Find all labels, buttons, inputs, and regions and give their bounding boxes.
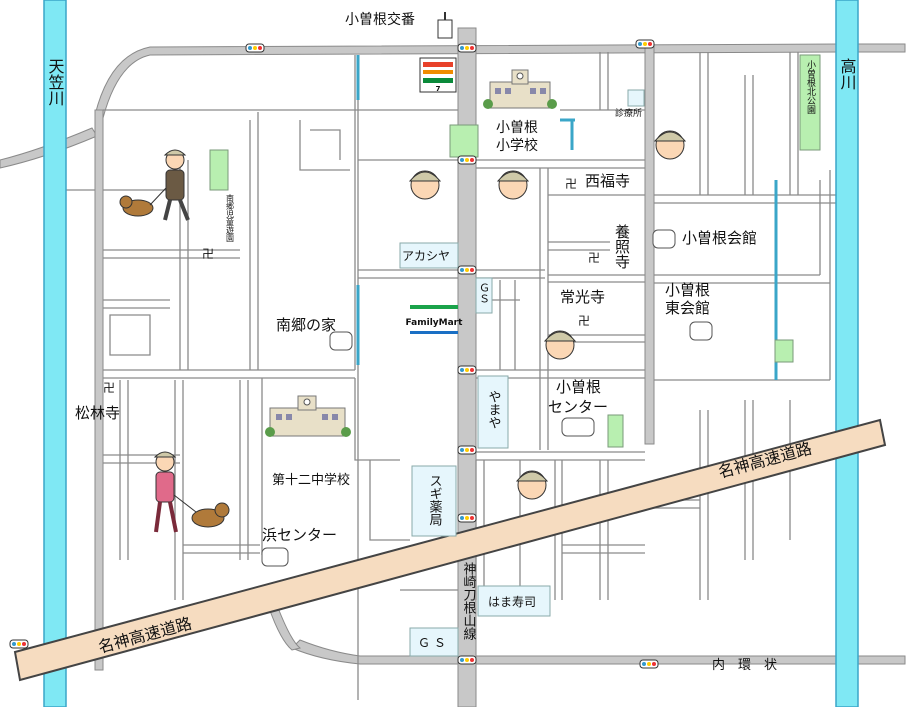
nango-ie-marker — [329, 331, 353, 351]
traffic-signal-icon — [245, 43, 265, 53]
kaikan-marker — [652, 229, 676, 249]
traffic-signal-icon — [457, 365, 477, 375]
park-east — [774, 339, 794, 363]
akashiya-label: アカシヤ — [402, 249, 450, 263]
temple-icon: 卍 — [202, 247, 214, 261]
elementary-school-icon — [483, 69, 557, 109]
familymart-logo: FamilyMart — [406, 305, 464, 334]
gs-bottom-box — [409, 627, 459, 657]
patrol-volunteer-icon — [653, 130, 687, 160]
gs-top-box — [475, 277, 493, 314]
clinic-label: 診療所 — [615, 107, 642, 119]
yamaya-label: やまや — [486, 390, 502, 429]
junior-high-label: 第十二中学校 — [272, 472, 350, 488]
yoshoji-label: 養照寺 — [613, 224, 631, 269]
josoji-label: 常光寺 — [560, 288, 605, 306]
traffic-signal-icon — [635, 39, 655, 49]
traffic-signals — [9, 39, 659, 669]
patrol-volunteer-icon — [515, 470, 549, 500]
clinic-box — [627, 89, 645, 107]
park-school — [449, 124, 479, 158]
higashi-kaikan-label-1: 小曽根 — [665, 281, 710, 299]
koban-icon — [437, 12, 453, 39]
walker-with-dog-top — [119, 149, 190, 221]
temple-icon: 卍 — [588, 251, 600, 265]
seven-eleven-logo: 7 — [419, 57, 457, 93]
labels: 天笠川 高川 小曽根交番 小曽根 小学校 診療所 小曽根北公園 卍 西福寺 養照… — [46, 11, 857, 673]
school-elem-label-2: 小学校 — [496, 137, 538, 154]
hama-center-marker — [261, 547, 289, 567]
higashi-kaikan-label-2: 東会館 — [665, 299, 710, 317]
inner-ring-label: 内 環 状 — [712, 657, 777, 673]
park-center — [607, 414, 624, 448]
river-tenkasa — [43, 0, 67, 707]
traffic-signal-icon — [457, 265, 477, 275]
nango-park-label: 南郷児童遊園 — [226, 193, 235, 243]
sugi-box — [411, 465, 457, 537]
saifukuji-label: 西福寺 — [585, 172, 630, 190]
temple-icon: 卍 — [103, 381, 115, 395]
traffic-signal-icon — [457, 43, 477, 53]
center-label-1: 小曽根 — [556, 378, 601, 396]
sugi-label: スギ薬局 — [427, 474, 443, 526]
temple-icon: 卍 — [565, 177, 577, 191]
park-north-label: 小曽根北公園 — [805, 60, 816, 115]
traffic-signal-icon — [457, 655, 477, 665]
expressway — [13, 418, 887, 682]
kaikan-label: 小曽根会館 — [682, 229, 757, 247]
walker-with-dog-bottom — [153, 451, 230, 533]
patrol-volunteer-icon — [408, 170, 442, 200]
parks — [209, 54, 821, 448]
center-label-2: センター — [548, 398, 608, 416]
gs-bottom-label: Ｇ Ｓ — [418, 636, 446, 650]
river-takagawa — [835, 0, 859, 707]
dog-icon — [191, 502, 230, 528]
park-north — [799, 54, 821, 151]
kanzaki-line-label: 神崎刀根山線 — [461, 562, 477, 640]
traffic-signal-icon — [639, 659, 659, 669]
patrol-faces — [408, 130, 687, 500]
river-tenkasa-label: 天笠川 — [46, 58, 65, 106]
school-elem-label-1: 小曽根 — [496, 120, 538, 136]
traffic-signal-icon — [457, 445, 477, 455]
higashi-kaikan-marker — [689, 321, 713, 341]
river-takagawa-label: 高川 — [838, 58, 857, 90]
shorinji-label: 松林寺 — [75, 404, 120, 422]
traffic-signal-icon — [457, 513, 477, 523]
hama-sushi-label: はま寿司 — [488, 595, 536, 609]
familymart-label: FamilyMart — [406, 318, 464, 328]
patrol-volunteer-icon — [543, 330, 577, 360]
nango-no-ie-label: 南郷の家 — [276, 316, 336, 334]
yamaya-box — [477, 375, 509, 449]
hama-center-label: 浜センター — [262, 526, 337, 544]
center-marker — [561, 417, 595, 437]
street-grid — [64, 52, 840, 700]
rivers — [43, 0, 859, 707]
dog-icon — [119, 195, 154, 217]
akashiya-box — [399, 242, 459, 269]
svg-text:7: 7 — [436, 85, 441, 93]
patrol-volunteer-icon — [496, 170, 530, 200]
junior-high-icon — [265, 395, 351, 437]
hama-sushi-box — [477, 585, 551, 617]
traffic-signal-icon — [9, 639, 29, 649]
park-nango — [209, 149, 229, 191]
koban-label: 小曽根交番 — [345, 11, 415, 28]
traffic-signal-icon — [457, 155, 477, 165]
temple-icon: 卍 — [578, 314, 590, 328]
gs-top-label: ＧＳ — [478, 282, 491, 304]
